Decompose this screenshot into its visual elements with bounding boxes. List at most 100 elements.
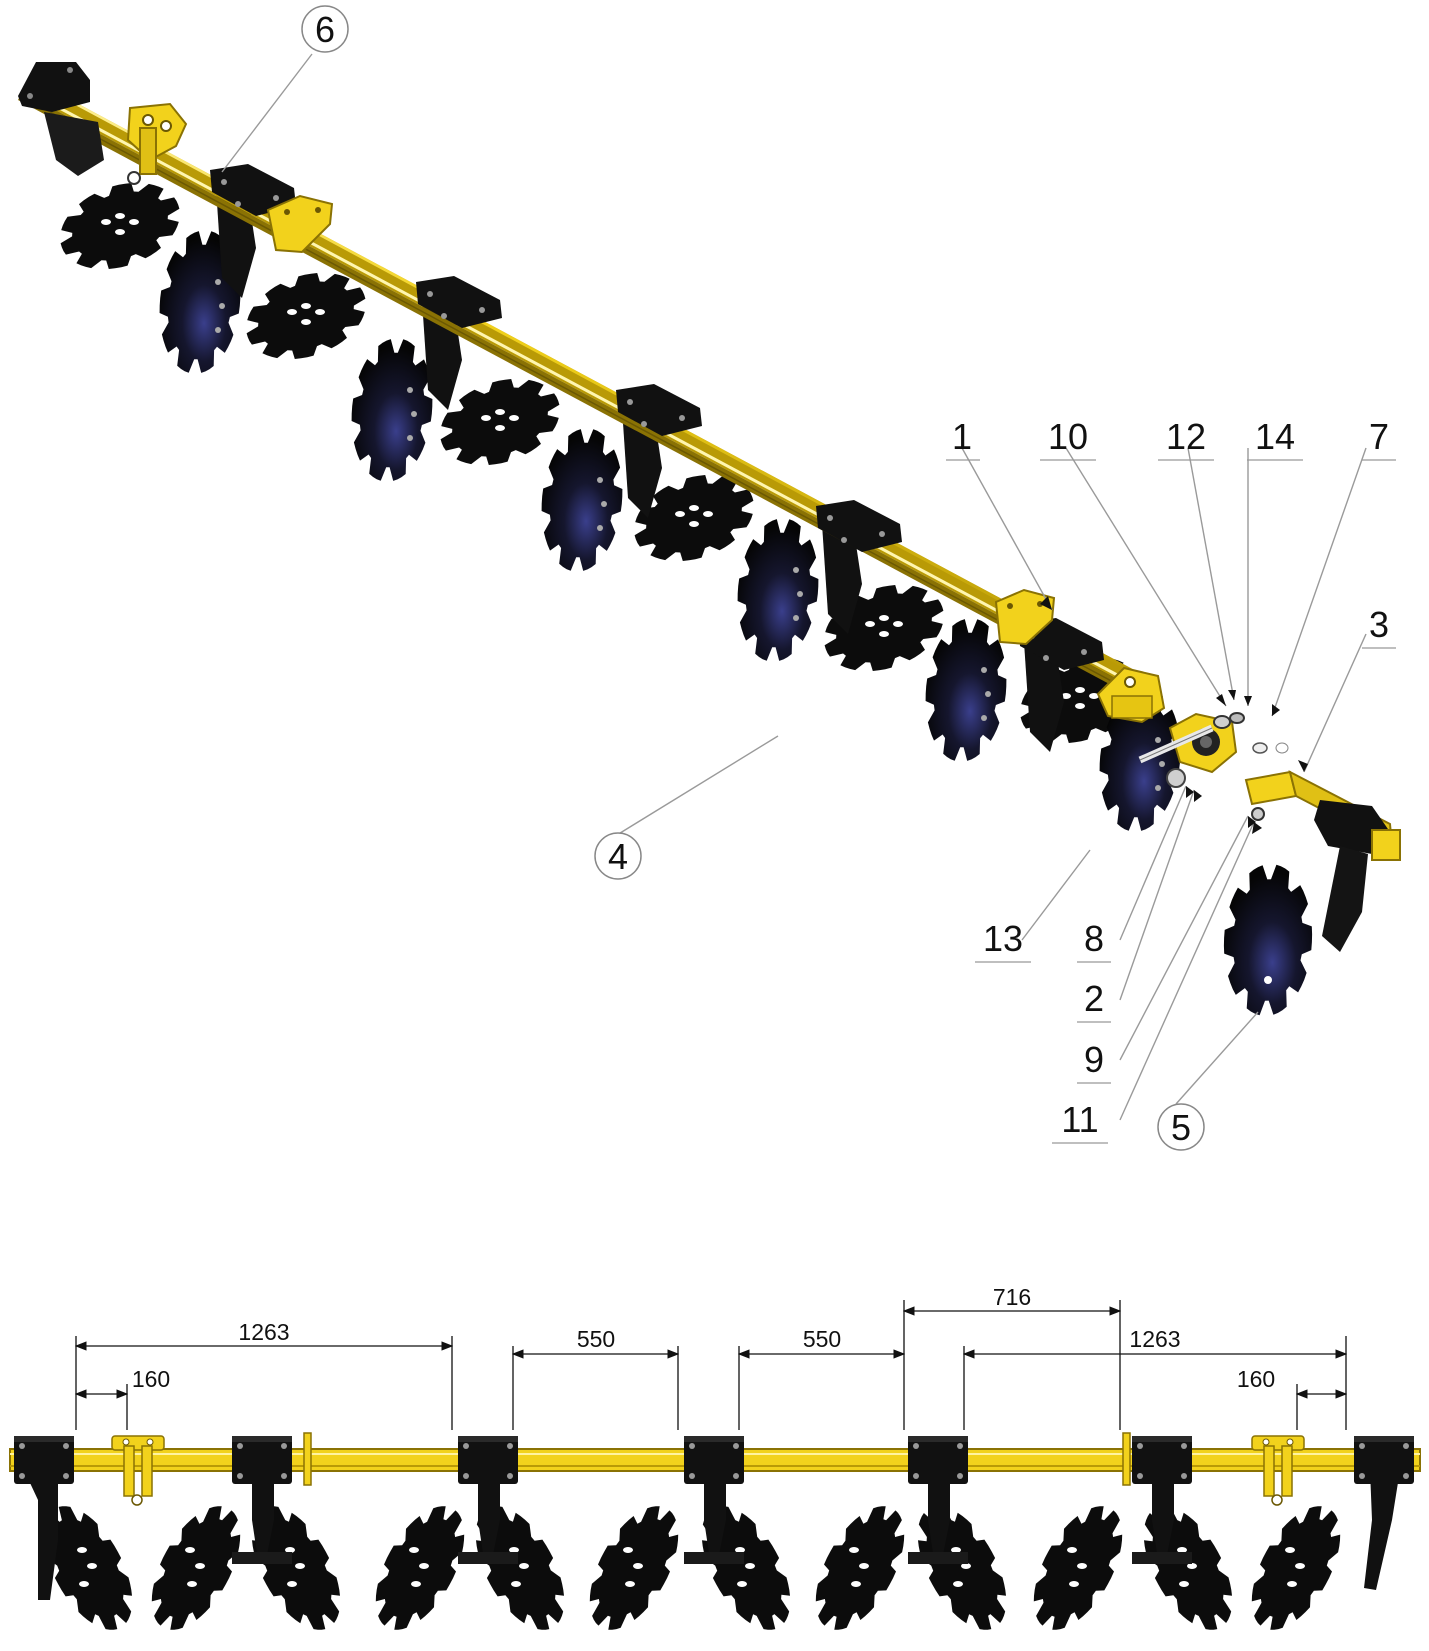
front-disc <box>815 1506 905 1630</box>
callout-13: 13 <box>975 918 1031 963</box>
front-hanger-leg <box>458 1470 518 1564</box>
iso-disc <box>246 273 366 359</box>
dimension-labels: 1263 160 550 550 716 1263 160 <box>132 1284 1275 1392</box>
front-disc <box>589 1506 679 1630</box>
end-bracket-front-right <box>1251 1435 1305 1506</box>
main-beam-isometric <box>18 78 1146 694</box>
svg-text:14: 14 <box>1255 416 1295 457</box>
svg-text:8: 8 <box>1084 918 1104 959</box>
svg-text:3: 3 <box>1369 604 1389 645</box>
svg-text:4: 4 <box>608 836 628 877</box>
iso-disc <box>440 379 560 465</box>
callout-labels: 6 1 10 12 14 7 3 <box>301 5 1396 1151</box>
front-disc <box>252 1506 340 1630</box>
hanger-legs-front <box>24 1470 1400 1600</box>
hub-bracket-right <box>1096 666 1166 724</box>
end-section-right <box>1244 770 1401 952</box>
dimension-lines <box>74 1306 1348 1399</box>
iso-clamp <box>816 500 902 552</box>
front-disc <box>1033 1506 1123 1630</box>
iso-disc <box>737 519 819 661</box>
svg-text:2: 2 <box>1084 978 1104 1019</box>
callout-arrowheads <box>1040 596 1308 834</box>
svg-text:11: 11 <box>1061 1099 1098 1140</box>
callout-5: 5 <box>1157 1103 1205 1151</box>
callout-7: 7 <box>1362 416 1396 461</box>
dim-716: 716 <box>993 1284 1031 1310</box>
svg-text:5: 5 <box>1171 1107 1191 1148</box>
front-elevation-view: 1263 160 550 550 716 1263 160 <box>9 1284 1421 1630</box>
end-cap-left <box>18 62 104 176</box>
front-clamp-block <box>1132 1436 1192 1484</box>
iso-clamp <box>616 384 702 436</box>
front-disc <box>375 1506 465 1630</box>
svg-text:9: 9 <box>1084 1039 1104 1080</box>
svg-text:12: 12 <box>1166 416 1206 457</box>
exploded-isometric-view: 6 1 10 12 14 7 3 <box>18 5 1401 1151</box>
front-clamp-block <box>232 1436 292 1484</box>
clamp-blocks-front <box>14 1436 1414 1484</box>
front-disc <box>476 1506 564 1630</box>
flange-plate-right <box>994 588 1056 646</box>
dim-1263-left: 1263 <box>238 1319 289 1345</box>
callout-11: 11 <box>1052 1099 1108 1144</box>
dim-1263-right: 1263 <box>1129 1326 1180 1352</box>
iso-disc <box>634 475 754 561</box>
disc-gang-isometric <box>60 183 1313 1016</box>
end-bracket-front-left <box>111 1435 165 1506</box>
iso-hanger <box>1024 636 1064 752</box>
iso-disc <box>159 231 241 373</box>
front-hanger-leg <box>24 1470 58 1600</box>
front-disc <box>151 1506 241 1630</box>
callout-leaders <box>221 53 1367 1121</box>
callout-6: 6 <box>301 5 349 53</box>
front-disc <box>44 1506 132 1630</box>
iso-disc <box>60 183 180 269</box>
front-hanger-leg <box>908 1470 968 1564</box>
front-clamp-block <box>14 1436 74 1484</box>
iso-clamp <box>210 164 296 216</box>
dim-160-right: 160 <box>1237 1366 1275 1392</box>
front-clamp-block <box>908 1436 968 1484</box>
dim-550-b: 550 <box>803 1326 841 1352</box>
callout-1: 1 <box>946 416 980 461</box>
dim-160-left: 160 <box>132 1366 170 1392</box>
callout-9: 9 <box>1077 1039 1111 1084</box>
end-bracket-left <box>126 102 188 185</box>
front-hanger-leg <box>1364 1470 1400 1590</box>
iso-disc <box>925 619 1007 761</box>
iso-disc <box>351 339 433 481</box>
dimension-extension-lines <box>75 1300 1347 1430</box>
callout-8: 8 <box>1077 918 1111 963</box>
front-hanger-leg <box>1132 1470 1192 1564</box>
flange-plates-front <box>303 1432 1131 1486</box>
callout-4: 4 <box>594 832 642 880</box>
front-hanger-leg <box>684 1470 744 1564</box>
callout-10: 10 <box>1040 416 1096 461</box>
front-clamp-block <box>1354 1436 1414 1484</box>
svg-text:13: 13 <box>983 918 1023 959</box>
iso-disc-end <box>1223 864 1313 1016</box>
iso-hanger <box>822 518 862 634</box>
callout-3: 3 <box>1362 604 1396 649</box>
callout-12: 12 <box>1158 416 1214 461</box>
iso-clamp <box>416 276 502 328</box>
disc-row-front <box>44 1506 1341 1630</box>
svg-text:10: 10 <box>1048 416 1088 457</box>
dim-550-a: 550 <box>577 1326 615 1352</box>
iso-disc <box>541 429 623 571</box>
front-clamp-block <box>684 1436 744 1484</box>
callout-14: 14 <box>1247 416 1303 461</box>
svg-text:7: 7 <box>1369 416 1389 457</box>
front-hanger-leg <box>232 1470 292 1564</box>
shaft-and-washers <box>1138 712 1289 764</box>
flange-plate-left <box>266 194 334 254</box>
front-clamp-block <box>458 1436 518 1484</box>
front-disc <box>1251 1506 1341 1630</box>
callout-2: 2 <box>1077 978 1111 1023</box>
svg-text:1: 1 <box>952 416 972 457</box>
front-disc <box>702 1506 790 1630</box>
svg-text:6: 6 <box>315 9 335 50</box>
